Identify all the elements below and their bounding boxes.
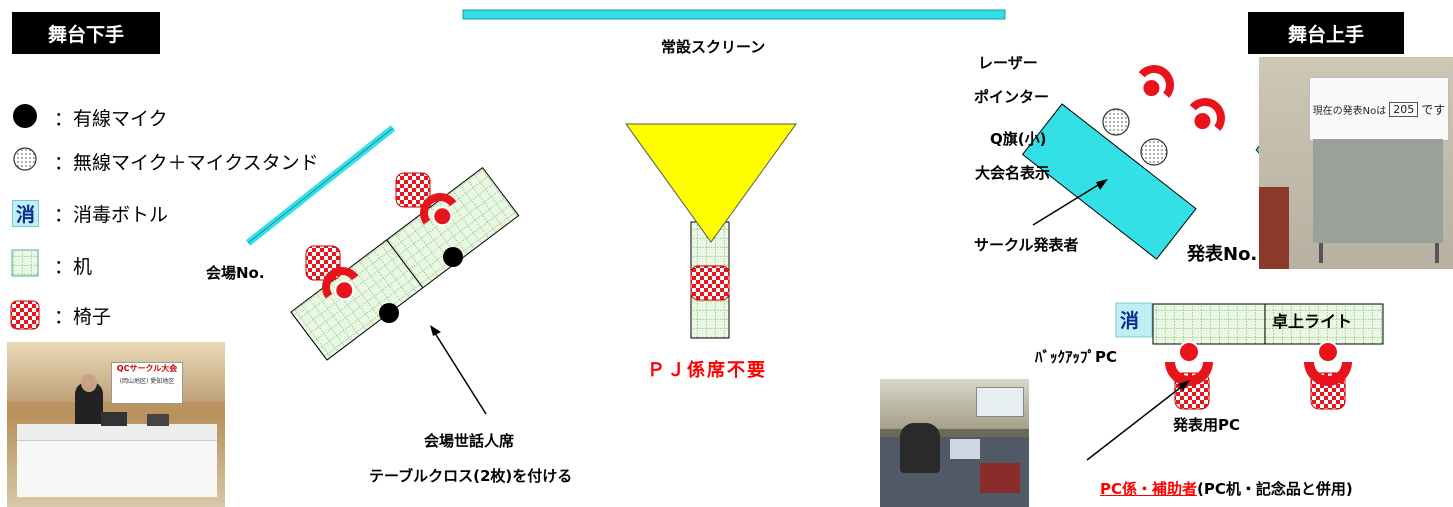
photo-pc-desk — [880, 379, 1029, 507]
legend-wireless-mic-icon — [13, 147, 37, 171]
photo-reception-desk: QCサークル大会 (岡山地区) 愛知地区 — [7, 342, 225, 507]
photo-sign-line2: (岡山地区) 愛知地区 — [119, 378, 175, 385]
person-left-1 — [322, 267, 359, 301]
wireless-mic-2 — [1140, 138, 1168, 166]
person-left-2 — [420, 193, 457, 227]
wireless-mic-1 — [1102, 108, 1130, 136]
stage-right-tag: 舞台上手 — [1248, 12, 1404, 54]
laser-label-1: レーザー — [978, 54, 1038, 72]
stage-left-tag: 舞台下手 — [12, 12, 160, 54]
presenter-person-1 — [1138, 65, 1174, 99]
chair-left-2 — [395, 172, 431, 208]
photo-board-text-before: 現在の発表Noは — [1312, 105, 1387, 117]
pc-staff-label: PC係・補助者(PC机・記念品と併用) — [1100, 478, 1353, 499]
event-name-label: 大会名表示 — [975, 164, 1051, 182]
legend-wired-mic-icon — [13, 104, 37, 128]
pc-staff-red: PC係・補助者 — [1100, 480, 1198, 498]
pc-staff-rest: (PC机・記念品と併用) — [1197, 480, 1353, 498]
presenter-label: サークル発表者 — [974, 236, 1079, 254]
legend-chair-icon — [10, 300, 40, 330]
screen-label: 常設スクリーン — [661, 38, 766, 56]
screen-bar — [462, 9, 1006, 20]
photo-board-text-after: です — [1421, 102, 1446, 117]
tablecloth-label: テーブルクロス(2枚)を付ける — [369, 467, 573, 485]
desk-light-label: 卓上ライト — [1272, 312, 1353, 331]
pc-person-2 — [1304, 362, 1352, 386]
projection-triangle — [625, 123, 797, 243]
pj-label: ＰＪ係席不要 — [647, 360, 767, 381]
presentation-pc-label: 発表用PC — [1173, 416, 1241, 434]
legend-wireless-mic-label: ：無線マイク＋マイクスタンド — [54, 152, 319, 174]
presentation-no-label: 発表No. — [1187, 244, 1258, 265]
photo-sign-line1: QCサークル大会 — [116, 364, 178, 373]
legend-sanitizer-label: ：消毒ボトル — [54, 204, 169, 226]
legend-desk-label: ：机 — [54, 256, 93, 278]
legend-chair-label: ：椅子 — [54, 306, 112, 328]
photo-number-board: 現在の発表Noは 205 です — [1259, 57, 1453, 269]
pj-chair — [690, 265, 730, 301]
pc-desk — [1152, 303, 1384, 345]
pc-sanitizer-mark: 消 — [1120, 310, 1140, 332]
laser-label-2: ポインター — [974, 88, 1050, 106]
legend-desk-icon — [11, 249, 39, 277]
backup-pc-label: ﾊﾞｯｸｱｯﾌﾟPC — [1035, 348, 1118, 366]
presenter-podium — [1021, 103, 1197, 260]
wired-mic-1 — [379, 303, 399, 323]
pc-sanitizer — [1115, 302, 1153, 338]
pc-person-1 — [1165, 362, 1213, 386]
presenter-person-2 — [1189, 98, 1225, 132]
staff-seat-label: 会場世話人席 — [424, 432, 515, 450]
wired-mic-2 — [443, 247, 463, 267]
legend-wired-mic-label: ：有線マイク — [54, 108, 168, 130]
photo-board-number: 205 — [1389, 101, 1419, 117]
legend-sanitizer-icon: 消 — [12, 200, 39, 227]
venue-no-label: 会場No. — [206, 264, 265, 282]
flag-label: Q旗(小) — [990, 130, 1047, 148]
